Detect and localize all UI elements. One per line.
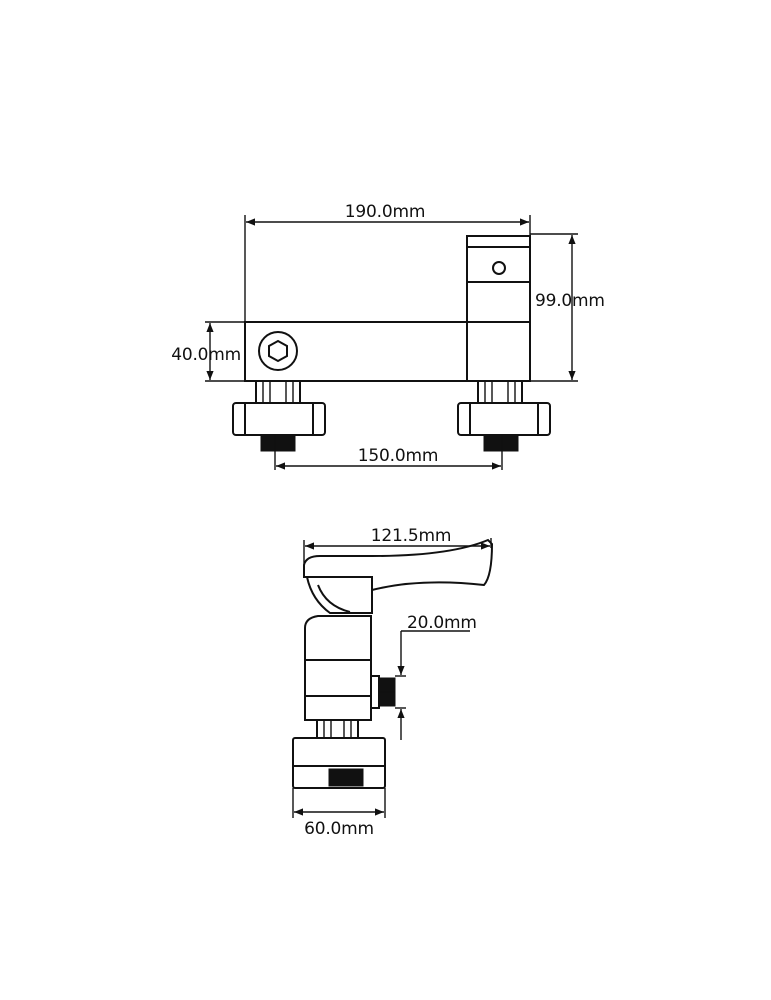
mixer-body: [244, 235, 531, 382]
right-connector: [457, 380, 551, 452]
lever: [303, 538, 494, 614]
dim-base-label: 60.0mm: [304, 819, 374, 839]
dim-lever-depth-label: 121.5mm: [371, 526, 451, 546]
dim-outlet-label: 20.0mm: [407, 613, 477, 633]
outlet-connector: [370, 675, 396, 709]
dim-width: 190.0mm: [244, 202, 531, 322]
side-body: [304, 615, 372, 721]
front-view: 190.0mm 99.0mm 40.0mm 150.0mm: [171, 202, 605, 470]
dim-body-height-label: 40.0mm: [171, 345, 241, 365]
dim-body-height: 40.0mm: [171, 321, 245, 382]
left-connector: [232, 380, 326, 452]
side-nut: [316, 719, 359, 739]
dim-height: 99.0mm: [530, 233, 605, 382]
dim-outlet: 20.0mm: [395, 613, 477, 740]
side-view: 121.5mm 20.0mm 60.0mm: [292, 526, 494, 839]
dim-lever-depth: 121.5mm: [303, 526, 492, 565]
side-base: [292, 737, 386, 789]
hex-socket-icon: [258, 331, 298, 371]
dim-height-label: 99.0mm: [535, 291, 605, 311]
dim-base: 60.0mm: [292, 788, 386, 839]
dim-centers: 150.0mm: [274, 435, 503, 470]
dim-width-label: 190.0mm: [345, 202, 425, 222]
dim-centers-label: 150.0mm: [358, 446, 438, 466]
